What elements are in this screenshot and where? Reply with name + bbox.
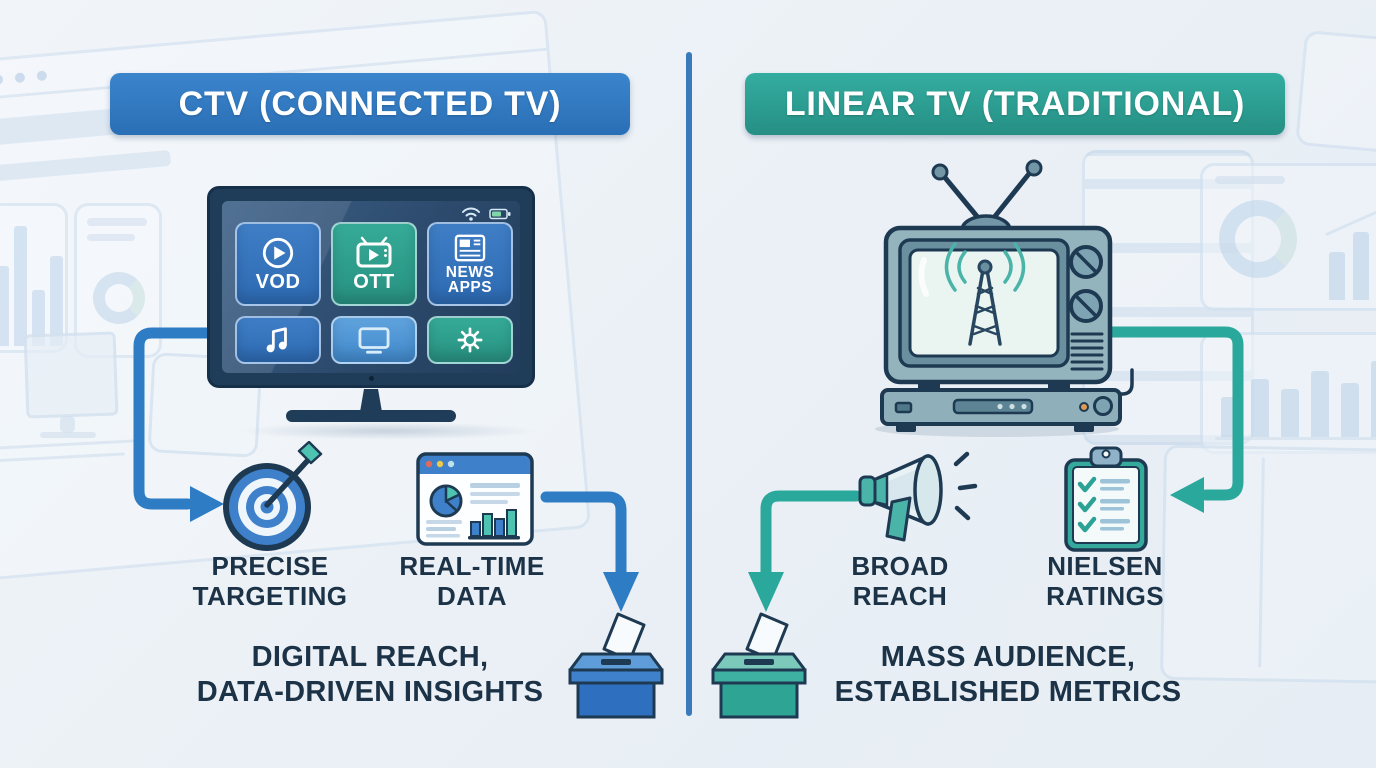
app-tile-music[interactable] [235, 316, 321, 364]
bg-bar [1221, 397, 1239, 437]
linear-tv-header: LINEAR TV (TRADITIONAL) [745, 73, 1285, 135]
bg-cabinet-line [1258, 457, 1265, 668]
app-tile-label: VOD [255, 271, 301, 293]
bg-trend-card [1200, 163, 1376, 311]
feature-label-realtime-data: REAL-TIME DATA [399, 551, 545, 611]
bg-bar [14, 226, 27, 346]
ctv-header-label: CTV (CONNECTED TV) [178, 84, 562, 123]
bg-monitor-stand [60, 416, 75, 433]
bg-bar [50, 256, 63, 346]
crt-tv-antenna-icon [875, 159, 1134, 437]
smart-tv-screen: VOD OTT N [222, 201, 520, 373]
analytics-window-icon [416, 452, 534, 546]
bg-monitor-base [40, 432, 96, 438]
bg-window-block [0, 149, 172, 193]
app-tile-settings[interactable] [427, 316, 513, 364]
battery-icon [489, 208, 511, 219]
left-summary-line2: DATA-DRIVEN INSIGHTS [196, 675, 544, 708]
music-note-icon [266, 327, 287, 353]
smart-tv: VOD OTT N [207, 186, 535, 388]
right-summary-line2: ESTABLISHED METRICS [834, 675, 1182, 708]
settings-gear-icon [457, 327, 483, 353]
tv-play-icon [356, 236, 392, 268]
target-bullseye-icon [223, 441, 323, 551]
feature-label-broad-reach: BROAD REACH [851, 551, 949, 611]
right-summary: MASS AUDIENCE, ESTABLISHED METRICS [798, 640, 1218, 710]
smart-tv-status [461, 206, 511, 221]
bg-monitor-screen [23, 331, 119, 419]
bg-line [87, 218, 147, 226]
bg-trend-line [1324, 190, 1376, 237]
bg-axis-line [1215, 437, 1376, 440]
bg-line [1215, 176, 1285, 184]
bg-donut-chart [93, 272, 145, 324]
app-tile-label: OTT [353, 271, 395, 293]
screen-share-icon [358, 327, 390, 354]
ballot-box-teal-icon [711, 612, 807, 719]
app-tile-vod[interactable]: VOD [235, 222, 321, 306]
left-summary-line1: DIGITAL REACH, [251, 641, 489, 673]
bg-small-card [1295, 30, 1376, 153]
bg-bar-card [1200, 332, 1376, 454]
bg-bar [1311, 371, 1329, 437]
right-summary-line1: MASS AUDIENCE, [880, 641, 1136, 673]
ballot-box-blue-icon [568, 612, 664, 719]
bg-bar [32, 290, 45, 346]
bg-bar [1341, 383, 1359, 437]
bg-line [87, 234, 135, 241]
app-tile-news-apps[interactable]: NEWS APPS [427, 222, 513, 306]
app-tile-ott[interactable]: OTT [331, 222, 417, 306]
wifi-icon [462, 207, 480, 221]
newspaper-icon [454, 234, 486, 262]
megaphone-icon [858, 451, 978, 542]
bg-bar [1353, 232, 1369, 300]
bg-bar [0, 266, 9, 346]
bg-bar [1281, 389, 1299, 437]
bg-donut-chart [1219, 200, 1297, 278]
play-circle-icon [262, 237, 294, 269]
feature-label-nielsen-ratings: NIELSEN RATINGS [1046, 551, 1164, 611]
app-tile-grid: VOD OTT N [235, 222, 513, 364]
app-tile-screen[interactable] [331, 316, 417, 364]
smart-tv-stand-neck [360, 389, 382, 412]
left-summary: DIGITAL REACH, DATA-DRIVEN INSIGHTS [160, 640, 580, 710]
feature-label-precise-targeting: PRECISE TARGETING [192, 551, 348, 611]
bg-donut-panel [74, 203, 162, 358]
clipboard-checklist-icon [1064, 446, 1148, 552]
linear-tv-header-label: LINEAR TV (TRADITIONAL) [784, 84, 1246, 123]
bg-bar [1329, 252, 1345, 300]
app-tile-label: NEWS APPS [445, 263, 495, 296]
ctv-header: CTV (CONNECTED TV) [110, 73, 630, 135]
bg-bar-panel [0, 203, 68, 353]
smart-tv-shadow [238, 422, 538, 440]
smart-tv-stand-base [286, 410, 456, 422]
center-divider [686, 52, 692, 716]
bg-bar [1251, 379, 1269, 437]
bg-bar [1371, 361, 1376, 437]
